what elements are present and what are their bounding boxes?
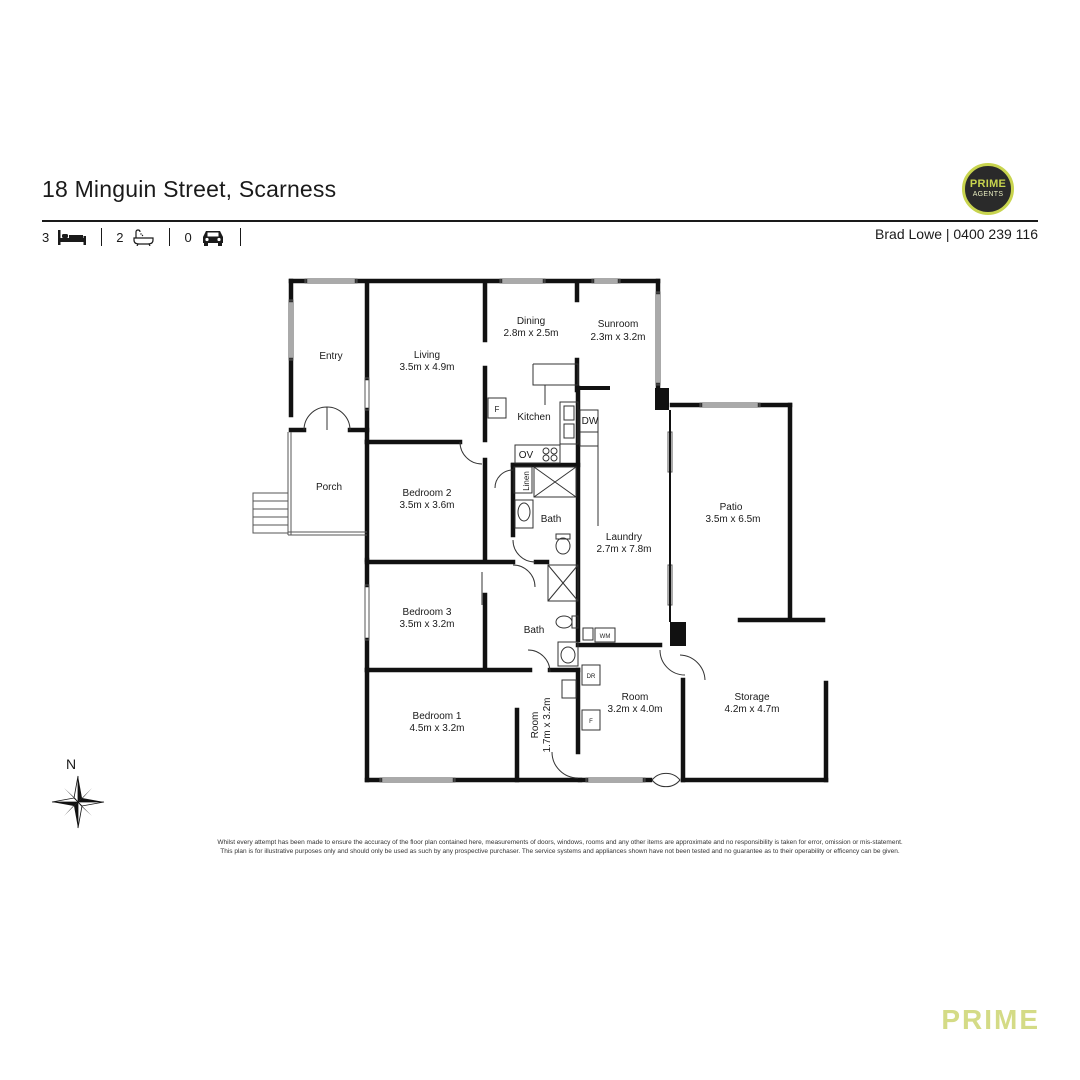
bedroom-count: 3 xyxy=(42,229,50,245)
header-divider xyxy=(42,220,1038,222)
fixture-label-washing-machine: WM xyxy=(600,634,611,640)
room-label-linen: Linen xyxy=(522,471,531,491)
room-label-room: Room xyxy=(622,692,649,703)
feature-separator xyxy=(101,228,103,246)
walls xyxy=(288,278,829,783)
room-label-sunroom: Sunroom xyxy=(598,319,639,330)
agent-contact: Brad Lowe | 0400 239 116 xyxy=(875,226,1038,242)
bathtub-icon xyxy=(133,229,155,246)
fixture-label-fridge: F xyxy=(495,405,500,414)
doors xyxy=(303,406,706,788)
room-dim-patio: 3.5m x 6.5m xyxy=(705,514,760,525)
room-label-dining: Dining xyxy=(517,316,545,327)
room-dim-small-room: 1.7m x 3.2m xyxy=(542,697,553,752)
compass-rose-icon xyxy=(51,775,105,829)
room-label-bedroom-2: Bedroom 2 xyxy=(403,488,452,499)
fixtures xyxy=(487,363,616,731)
room-label-bath-2: Bath xyxy=(524,625,545,636)
room-dim-room: 3.2m x 4.0m xyxy=(607,704,662,715)
room-dim-bedroom-2: 3.5m x 3.6m xyxy=(399,500,454,511)
fixture-label-dryer: DR xyxy=(587,674,596,680)
room-label-bath-1: Bath xyxy=(541,514,562,525)
room-label-living: Living xyxy=(414,350,440,361)
pillar xyxy=(655,388,669,410)
disclaimer: Whilst every attempt has been made to en… xyxy=(100,838,1020,856)
fixture-label-fridge-room: F xyxy=(589,719,593,725)
fixture-label-dishwasher: DW xyxy=(582,416,599,427)
prime-agents-logo: PRIME AGENTS xyxy=(962,163,1014,215)
fridge-box xyxy=(487,397,507,419)
disclaimer-line-2: This plan is for illustrative purposes o… xyxy=(220,848,900,855)
fixture-label-oven: OV xyxy=(519,450,534,461)
bathroom-count: 2 xyxy=(116,229,124,245)
property-features: 3 2 0 xyxy=(42,228,247,246)
feature-separator xyxy=(239,228,241,246)
compass-north-label: N xyxy=(66,756,77,772)
room-label-small-room: Room xyxy=(530,712,541,739)
room-label-bedroom-1: Bedroom 1 xyxy=(413,711,462,722)
room-dim-dining: 2.8m x 2.5m xyxy=(503,328,558,339)
room-label-entry: Entry xyxy=(319,351,342,362)
room-label-porch: Porch xyxy=(316,482,342,493)
page-title: 18 Minguin Street, Scarness xyxy=(42,176,337,202)
room-dim-living: 3.5m x 4.9m xyxy=(399,362,454,373)
room-label-patio: Patio xyxy=(720,502,743,513)
room-dim-sunroom: 2.3m x 3.2m xyxy=(590,332,645,343)
logo-text-secondary: AGENTS xyxy=(972,191,1004,198)
room-label-kitchen: Kitchen xyxy=(517,412,550,423)
room-label-storage: Storage xyxy=(734,692,769,703)
room-dim-storage: 4.2m x 4.7m xyxy=(724,704,779,715)
logo-text-primary: PRIME xyxy=(969,178,1007,190)
bed-icon xyxy=(58,230,87,245)
car-icon xyxy=(202,231,223,246)
footer-brand-logo: PRIME xyxy=(941,1004,1040,1035)
room-label-bedroom-3: Bedroom 3 xyxy=(403,607,452,618)
feature-separator xyxy=(169,228,171,246)
car-count: 0 xyxy=(184,229,192,245)
room-dim-bedroom-3: 3.5m x 3.2m xyxy=(399,619,454,630)
porch-outline xyxy=(252,432,367,536)
room-dim-laundry: 2.7m x 7.8m xyxy=(596,544,651,555)
disclaimer-line-1: Whilst every attempt has been made to en… xyxy=(217,839,903,846)
room-dim-bedroom-1: 4.5m x 3.2m xyxy=(409,723,464,734)
pillar xyxy=(670,622,686,646)
room-label-laundry: Laundry xyxy=(606,532,642,543)
windows xyxy=(288,278,761,783)
